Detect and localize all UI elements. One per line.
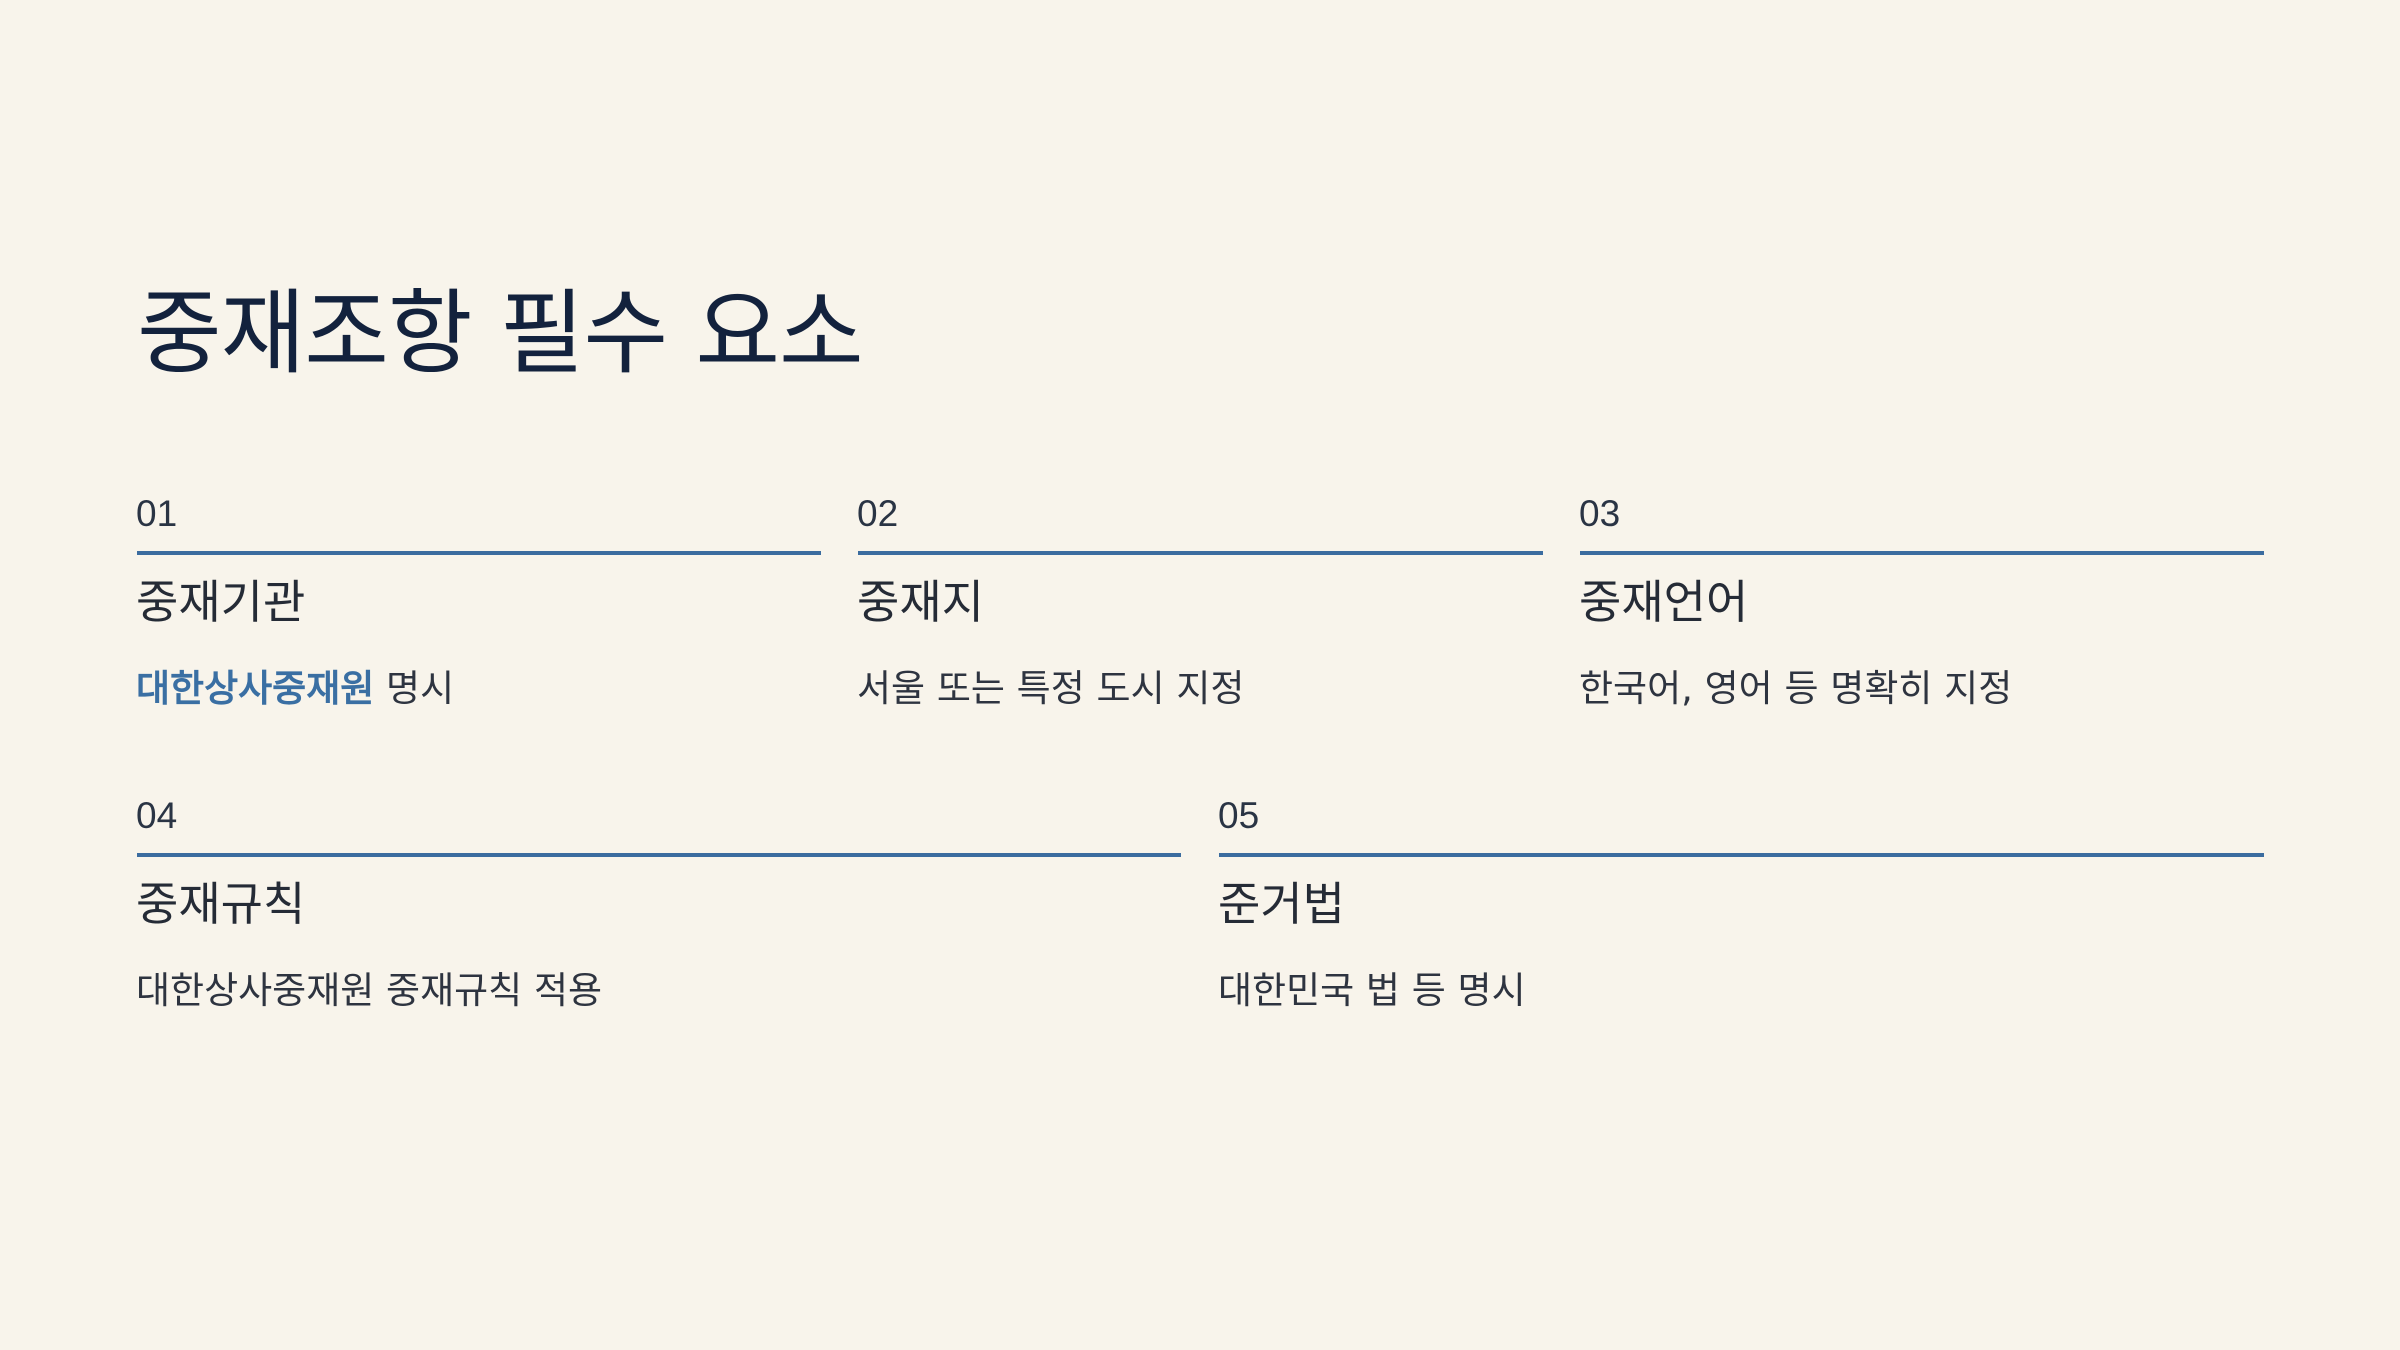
- item-number: 03: [1579, 493, 1621, 534]
- item-arbitration-seat: 02 중재지 서울 또는 특정 도시 지정: [857, 493, 1543, 735]
- item-heading: 중재규칙: [136, 877, 306, 931]
- divider-line: [1580, 551, 2264, 555]
- item-governing-law: 05 준거법 대한민국 법 등 명시: [1218, 795, 2264, 1037]
- divider-line: [137, 853, 1181, 857]
- item-number: 02: [857, 493, 899, 534]
- divider-line: [858, 551, 1543, 555]
- divider-line: [1219, 853, 2264, 857]
- item-arbitration-institution: 01 중재기관 대한상사중재원 명시: [136, 493, 821, 735]
- item-number: 04: [136, 795, 178, 836]
- item-description: 대한상사중재원 명시: [136, 667, 454, 711]
- item-description: 서울 또는 특정 도시 지정: [857, 667, 1245, 710]
- item-number: 01: [136, 493, 178, 534]
- item-heading: 중재언어: [1579, 575, 1749, 629]
- item-description: 한국어, 영어 등 명확히 지정: [1579, 667, 2013, 710]
- divider-line: [137, 551, 821, 555]
- item-heading: 중재기관: [136, 575, 306, 629]
- item-heading: 준거법: [1218, 877, 1345, 931]
- slide-title: 중재조항 필수 요소: [137, 280, 864, 387]
- item-heading: 중재지: [857, 575, 984, 629]
- item-arbitration-rules: 04 중재규칙 대한상사중재원 중재규칙 적용: [136, 795, 1181, 1037]
- item-arbitration-language: 03 중재언어 한국어, 영어 등 명확히 지정: [1579, 493, 2264, 735]
- item-description-text: 명시: [374, 667, 455, 710]
- highlighted-institution-name: 대한상사중재원: [136, 667, 375, 710]
- item-description: 대한상사중재원 중재규칙 적용: [136, 969, 603, 1012]
- item-description: 대한민국 법 등 명시: [1218, 969, 1526, 1012]
- item-number: 05: [1218, 795, 1260, 836]
